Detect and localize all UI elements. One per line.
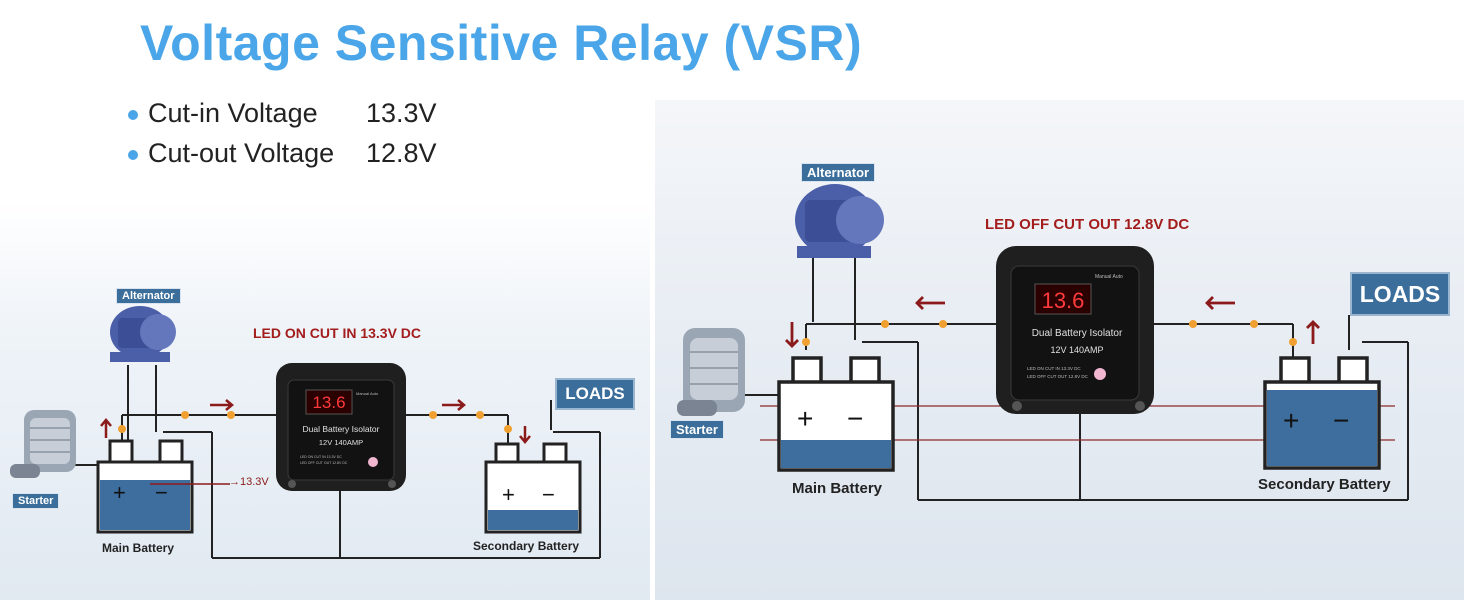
- wire-nodes: [118, 411, 512, 433]
- current-arrows: [785, 296, 1320, 348]
- main-battery-label: Main Battery: [102, 541, 175, 555]
- bullet-icon: [128, 109, 138, 120]
- secondary-battery-graphic: + −: [1263, 356, 1381, 470]
- spec-cut-out: Cut-out Voltage 12.8V: [128, 138, 437, 169]
- spec-label: Cut-in Voltage: [148, 98, 318, 128]
- secondary-battery-graphic: + −: [484, 442, 582, 534]
- led-off-label: LED OFF CUT OUT 12.8V DC: [985, 216, 1190, 233]
- isolator-name: Dual Battery Isolator: [302, 424, 379, 434]
- cut-in-wiring: + − + −: [10, 306, 601, 559]
- svg-text:+: +: [1283, 405, 1299, 436]
- alternator-tag: Alternator: [801, 163, 876, 182]
- svg-text:+: +: [797, 403, 813, 434]
- svg-text:−: −: [155, 480, 168, 505]
- svg-text:−: −: [542, 482, 555, 507]
- alternator-graphic: [795, 184, 884, 258]
- cut-in-diagram: + − + −: [0, 200, 650, 600]
- svg-text:+: +: [502, 482, 515, 507]
- isolator-rating: 12V 140AMP: [1050, 345, 1103, 355]
- isolator-rating: 12V 140AMP: [319, 438, 363, 447]
- loads-box: LOADS: [555, 378, 635, 410]
- starter-graphic: [677, 328, 745, 416]
- spec-label: Cut-out Voltage: [148, 138, 335, 168]
- isolator-mode: Manual Auto: [356, 391, 379, 396]
- isolator-display: 13.6: [312, 393, 345, 412]
- main-battery-graphic: + −: [96, 439, 230, 534]
- starter-tag: Starter: [12, 493, 60, 509]
- alternator-tag: Alternator: [116, 288, 181, 304]
- voltage-marker: →13.3V: [229, 476, 269, 488]
- alternator-graphic: [110, 306, 176, 362]
- starter-tag: Starter: [670, 420, 724, 439]
- wire-nodes: [802, 320, 1297, 346]
- secondary-battery-label: Secondary Battery: [1258, 476, 1391, 493]
- isolator-graphic: 13.6 Dual Battery Isolator 12V 140AMP LE…: [996, 246, 1154, 414]
- isolator-display: 13.6: [1042, 288, 1085, 313]
- svg-text:−: −: [847, 403, 863, 434]
- led-on-label: LED ON CUT IN 13.3V DC: [253, 325, 422, 341]
- isolator-fine-2: LED OFF CUT OUT 12.8V DC: [1027, 374, 1089, 379]
- cut-out-wiring: + − + −: [677, 184, 1409, 501]
- spec-value: 12.8V: [366, 138, 437, 168]
- cut-out-diagram: + − + −: [655, 100, 1464, 600]
- spec-value: 13.3V: [366, 98, 437, 128]
- starter-graphic: [10, 410, 76, 478]
- current-arrows: [100, 399, 531, 444]
- spec-cut-in: Cut-in Voltage 13.3V: [128, 98, 437, 129]
- page-title: Voltage Sensitive Relay (VSR): [140, 15, 863, 71]
- isolator-mode: Manual Auto: [1095, 274, 1123, 280]
- isolator-fine-1: LED ON CUT IN 13.3V DC: [1027, 366, 1081, 371]
- isolator-name: Dual Battery Isolator: [1032, 328, 1123, 339]
- svg-text:+: +: [113, 480, 126, 505]
- main-battery-graphic: + −: [777, 356, 895, 472]
- main-battery-label: Main Battery: [792, 480, 883, 497]
- svg-text:−: −: [1333, 405, 1349, 436]
- bullet-icon: [128, 149, 138, 160]
- isolator-graphic: 13.6 Dual Battery Isolator 12V 140AMP LE…: [276, 363, 406, 491]
- isolator-fine-1: LED ON CUT IN 13.3V DC: [300, 455, 342, 459]
- loads-box: LOADS: [1350, 272, 1450, 316]
- secondary-battery-label: Secondary Battery: [473, 539, 580, 553]
- isolator-fine-2: LED OFF CUT OUT 12.8V DC: [300, 461, 348, 465]
